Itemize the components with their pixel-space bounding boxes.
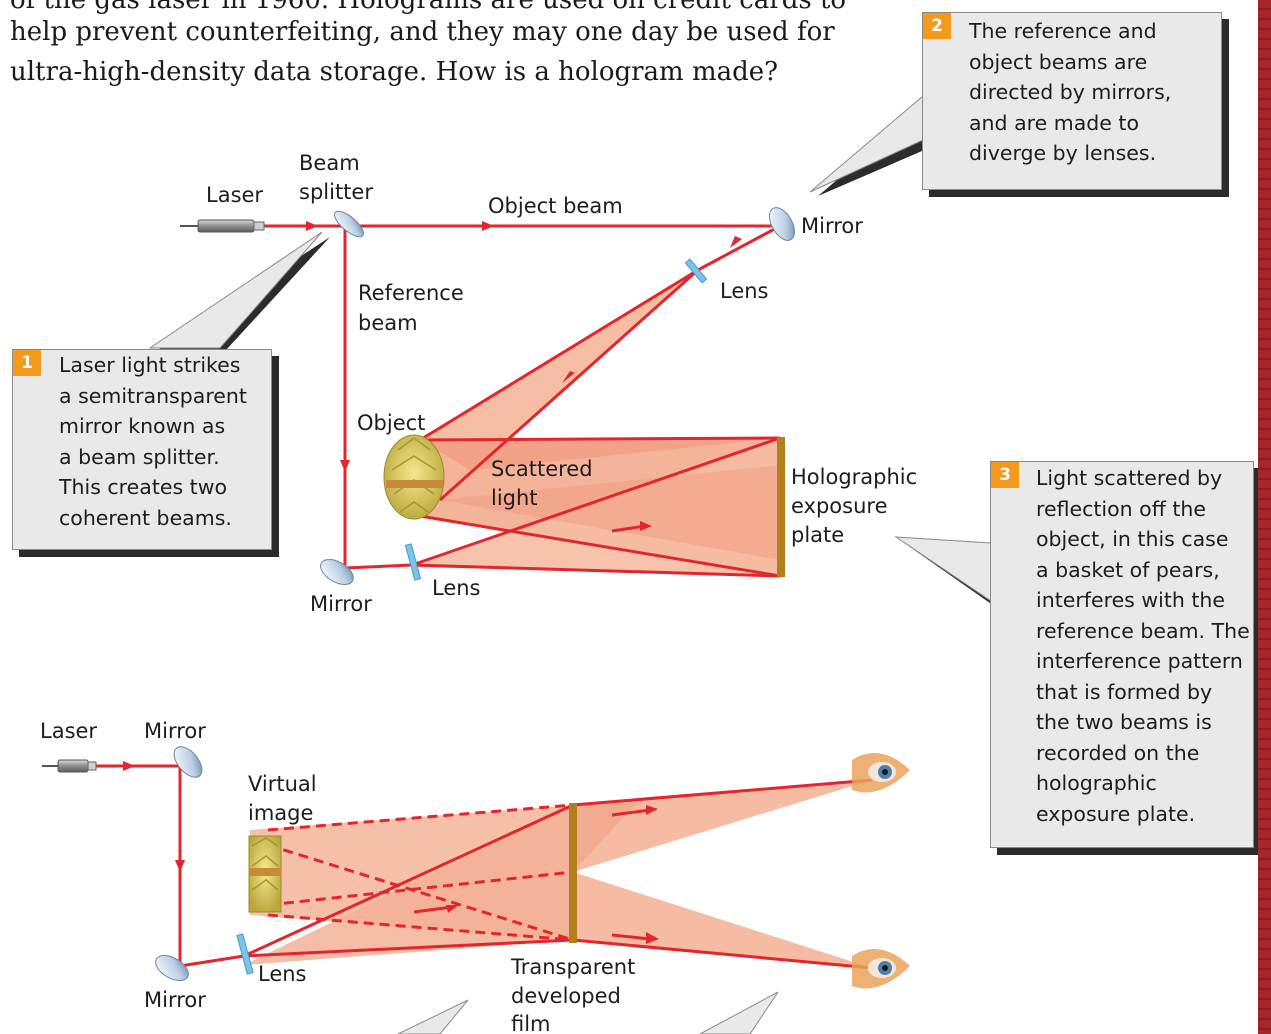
lens-upper-icon [684, 258, 708, 284]
label-virtual-image-line1: Virtual [248, 772, 317, 796]
label-lens-lower: Lens [432, 576, 481, 600]
mirror-bottom-left-icon [320, 559, 354, 585]
pear-basket-icon [383, 434, 445, 520]
lens-lower-icon [404, 543, 422, 581]
intro-line-2: help prevent counterfeiting, and they ma… [10, 17, 835, 47]
bottom-beams [92, 764, 873, 970]
label-lens-bottom: Lens [258, 962, 307, 986]
lens-bottom-icon [236, 933, 254, 975]
mirror-bottom-top-icon [173, 746, 203, 778]
intro-line-1: of the gas laser in 1960. Holograms are … [10, 0, 847, 15]
label-beam-splitter-line2: splitter [299, 180, 373, 204]
label-laser-top: Laser [206, 183, 263, 207]
callout-number-2: 2 [923, 13, 951, 39]
label-lens-upper: Lens [720, 279, 769, 303]
bottom-labels: Laser Mirror Virtual image Lens Mirror T… [40, 719, 635, 1034]
top-beams [262, 224, 781, 578]
eye-lower-icon [852, 948, 910, 989]
label-film-line1: Transparent [510, 955, 635, 979]
label-film-line2: developed [511, 984, 621, 1008]
label-virtual-image-line2: image [248, 801, 313, 825]
mirror-top-right-icon [769, 207, 795, 241]
label-plate-line3: plate [791, 523, 844, 547]
callout-box-1: 1 Laser light strikes a semitransparent … [12, 349, 272, 550]
callout-number-3: 3 [991, 462, 1019, 488]
callout-box-3: 3 Light scattered by reflection off the … [990, 461, 1254, 848]
callout-text-2: The reference and object beams are direc… [969, 19, 1172, 165]
callout-1-pointer [148, 231, 330, 350]
label-plate-line2: exposure [791, 494, 888, 518]
top-labels: Laser Beam splitter Object beam Mirror L… [206, 151, 917, 616]
bottom-light-fans [244, 780, 872, 968]
bottom-beam-arrows [123, 761, 659, 944]
label-mirror-bottom-top: Mirror [144, 719, 206, 743]
intro-paragraph: of the gas laser in 1960. Holograms are … [0, 0, 900, 100]
page-edge-bar [1258, 0, 1271, 1034]
callout-3-pointer [894, 536, 997, 608]
label-mirror-left: Mirror [310, 592, 372, 616]
intro-line-3: ultra-high-density data storage. How is … [10, 57, 779, 87]
label-film-line3: film [511, 1012, 551, 1034]
label-object: Object [357, 411, 425, 435]
label-reference-beam-line2: beam [358, 311, 418, 335]
top-light-fans [412, 270, 780, 576]
exposure-plate [777, 437, 785, 577]
developed-film [569, 803, 577, 943]
virtual-image-icon [248, 835, 282, 913]
label-mirror-bottom-bottom: Mirror [144, 988, 206, 1012]
top-beam-arrows [306, 221, 742, 533]
bottom-partial-pointers [397, 991, 779, 1034]
laser-device-top [180, 219, 265, 233]
label-scattered-line2: light [491, 486, 538, 510]
callout-2-pointer [809, 94, 929, 196]
label-scattered-line1: Scattered [491, 457, 593, 481]
mirror-bottom-bottom-icon [155, 955, 189, 981]
laser-device-bottom [42, 759, 97, 773]
label-mirror-right: Mirror [801, 214, 863, 238]
eye-upper-icon [852, 752, 910, 793]
callout-text-1: Laser light strikes a semitransparent mi… [59, 353, 247, 530]
label-beam-splitter-line1: Beam [299, 151, 360, 175]
beam-splitter-icon [333, 210, 365, 238]
callout-box-2: 2 The reference and object beams are dir… [922, 12, 1222, 190]
label-reference-beam-line1: Reference [358, 281, 464, 305]
label-plate-line1: Holographic [791, 465, 917, 489]
callout-text-3: Light scattered by reflection off the ob… [1036, 466, 1250, 826]
label-laser-bottom: Laser [40, 719, 97, 743]
label-object-beam: Object beam [488, 194, 623, 218]
bottom-dashed-rays [267, 803, 574, 942]
callout-number-1: 1 [13, 350, 41, 376]
